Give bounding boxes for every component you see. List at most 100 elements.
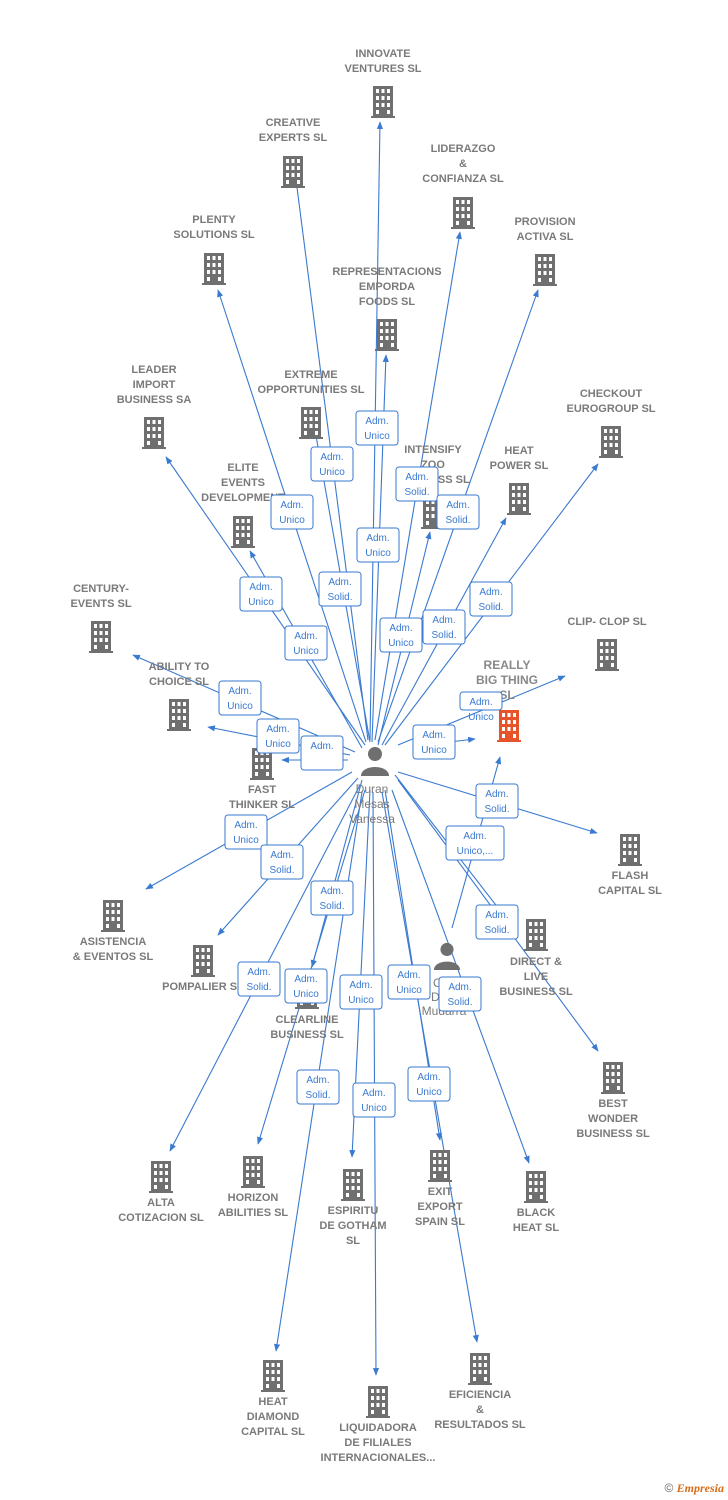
relation-badge[interactable]: Adm.Unico bbox=[256, 718, 300, 754]
relation-badge-text: Adm.Unico bbox=[348, 980, 374, 1006]
relation-badge[interactable]: Adm.Solid. bbox=[237, 961, 281, 997]
building-icon bbox=[281, 156, 305, 188]
edge-line bbox=[310, 779, 363, 968]
relation-badge[interactable]: Adm.Solid. bbox=[310, 880, 354, 916]
relation-badge[interactable]: Adm.Unico bbox=[459, 691, 503, 723]
relation-badge-text: Adm.Solid. bbox=[246, 967, 271, 993]
relation-badge[interactable]: Adm.Solid. bbox=[475, 904, 519, 940]
relation-badge-box bbox=[270, 494, 314, 530]
relation-badge[interactable]: Adm.Solid. bbox=[475, 783, 519, 819]
relation-badge[interactable]: Adm.Unico bbox=[284, 968, 328, 1004]
relation-badge-box bbox=[239, 576, 283, 612]
relation-badge[interactable]: Adm.Solid. bbox=[438, 976, 482, 1012]
relation-badge[interactable]: Adm. bbox=[300, 735, 344, 771]
building-icon bbox=[149, 1161, 173, 1193]
relation-badge-box bbox=[355, 410, 399, 446]
relation-badge[interactable]: Adm.Solid. bbox=[422, 609, 466, 645]
relation-badge-text: Adm.Unico bbox=[293, 974, 319, 1000]
relation-badge[interactable]: Adm.Unico bbox=[310, 446, 354, 482]
relation-badge[interactable]: Adm.Unico bbox=[339, 974, 383, 1010]
relation-badge[interactable]: Adm.Solid. bbox=[436, 494, 480, 530]
building-icon bbox=[428, 1150, 452, 1182]
relation-badge[interactable]: Adm.Unico bbox=[284, 625, 328, 661]
building-icon bbox=[101, 900, 125, 932]
relation-badge[interactable]: Adm.Unico bbox=[224, 814, 268, 850]
relation-badge-text: Adm.Unico bbox=[227, 686, 253, 712]
building-icon bbox=[142, 417, 166, 449]
relation-badge[interactable]: Adm.Unico,... bbox=[445, 825, 505, 861]
relation-badge[interactable]: Adm.Solid. bbox=[395, 466, 439, 502]
building-icon bbox=[202, 253, 226, 285]
relation-badge[interactable]: Adm.Unico bbox=[407, 1066, 451, 1102]
building-icon bbox=[468, 1353, 492, 1385]
company-node-century[interactable]: CENTURY-EVENTS SL bbox=[70, 583, 132, 653]
building-icon bbox=[375, 319, 399, 351]
relation-badge[interactable]: Adm.Solid. bbox=[296, 1069, 340, 1105]
company-node-pompalier[interactable]: POMPALIER SL bbox=[162, 945, 244, 993]
relation-badge-box bbox=[436, 494, 480, 530]
building-icon bbox=[261, 1360, 285, 1392]
relation-badge-text: Adm.Solid. bbox=[319, 886, 344, 912]
relation-badge[interactable]: Adm.Solid. bbox=[469, 581, 513, 617]
relation-badge[interactable]: Adm.Unico bbox=[356, 527, 400, 563]
relation-badge-box bbox=[296, 1069, 340, 1105]
relation-badge[interactable]: Adm.Unico bbox=[355, 410, 399, 446]
relation-badge[interactable]: Adm.Unico bbox=[352, 1082, 396, 1118]
relation-badge[interactable]: Adm.Unico bbox=[239, 576, 283, 612]
building-icon bbox=[341, 1169, 365, 1201]
building-icon bbox=[371, 86, 395, 118]
copyright-footer: © Empresia bbox=[664, 1481, 724, 1496]
relation-badge[interactable]: Adm.Solid. bbox=[260, 844, 304, 880]
company-label: CENTURY-EVENTS SL bbox=[70, 583, 131, 610]
relation-badge[interactable]: Adm.Solid. bbox=[318, 571, 362, 607]
relation-badge[interactable]: Adm.Unico bbox=[379, 617, 423, 653]
building-icon bbox=[595, 639, 619, 671]
building-icon bbox=[451, 197, 475, 229]
brand-logo[interactable]: Empresia bbox=[676, 1481, 724, 1495]
company-node-asistencia[interactable]: ASISTENCIA& EVENTOS SL bbox=[73, 900, 154, 963]
relation-badge[interactable]: Adm.Unico bbox=[270, 494, 314, 530]
building-icon bbox=[618, 834, 642, 866]
relation-badge[interactable]: Adm.Unico bbox=[387, 964, 431, 1000]
relation-badge[interactable]: Adm.Unico bbox=[412, 724, 456, 760]
building-icon bbox=[507, 483, 531, 515]
building-icon bbox=[231, 516, 255, 548]
relation-badge-box bbox=[475, 783, 519, 819]
company-node-clipclop[interactable]: CLIP- CLOP SL bbox=[567, 616, 647, 671]
company-node-eficiencia[interactable]: EFICIENCIA&RESULTADOS SL bbox=[434, 1353, 526, 1431]
company-node-liderazgo[interactable]: LIDERAZGO&CONFIANZA SL bbox=[422, 143, 504, 229]
relation-badge[interactable]: Adm.Unico bbox=[218, 680, 262, 716]
